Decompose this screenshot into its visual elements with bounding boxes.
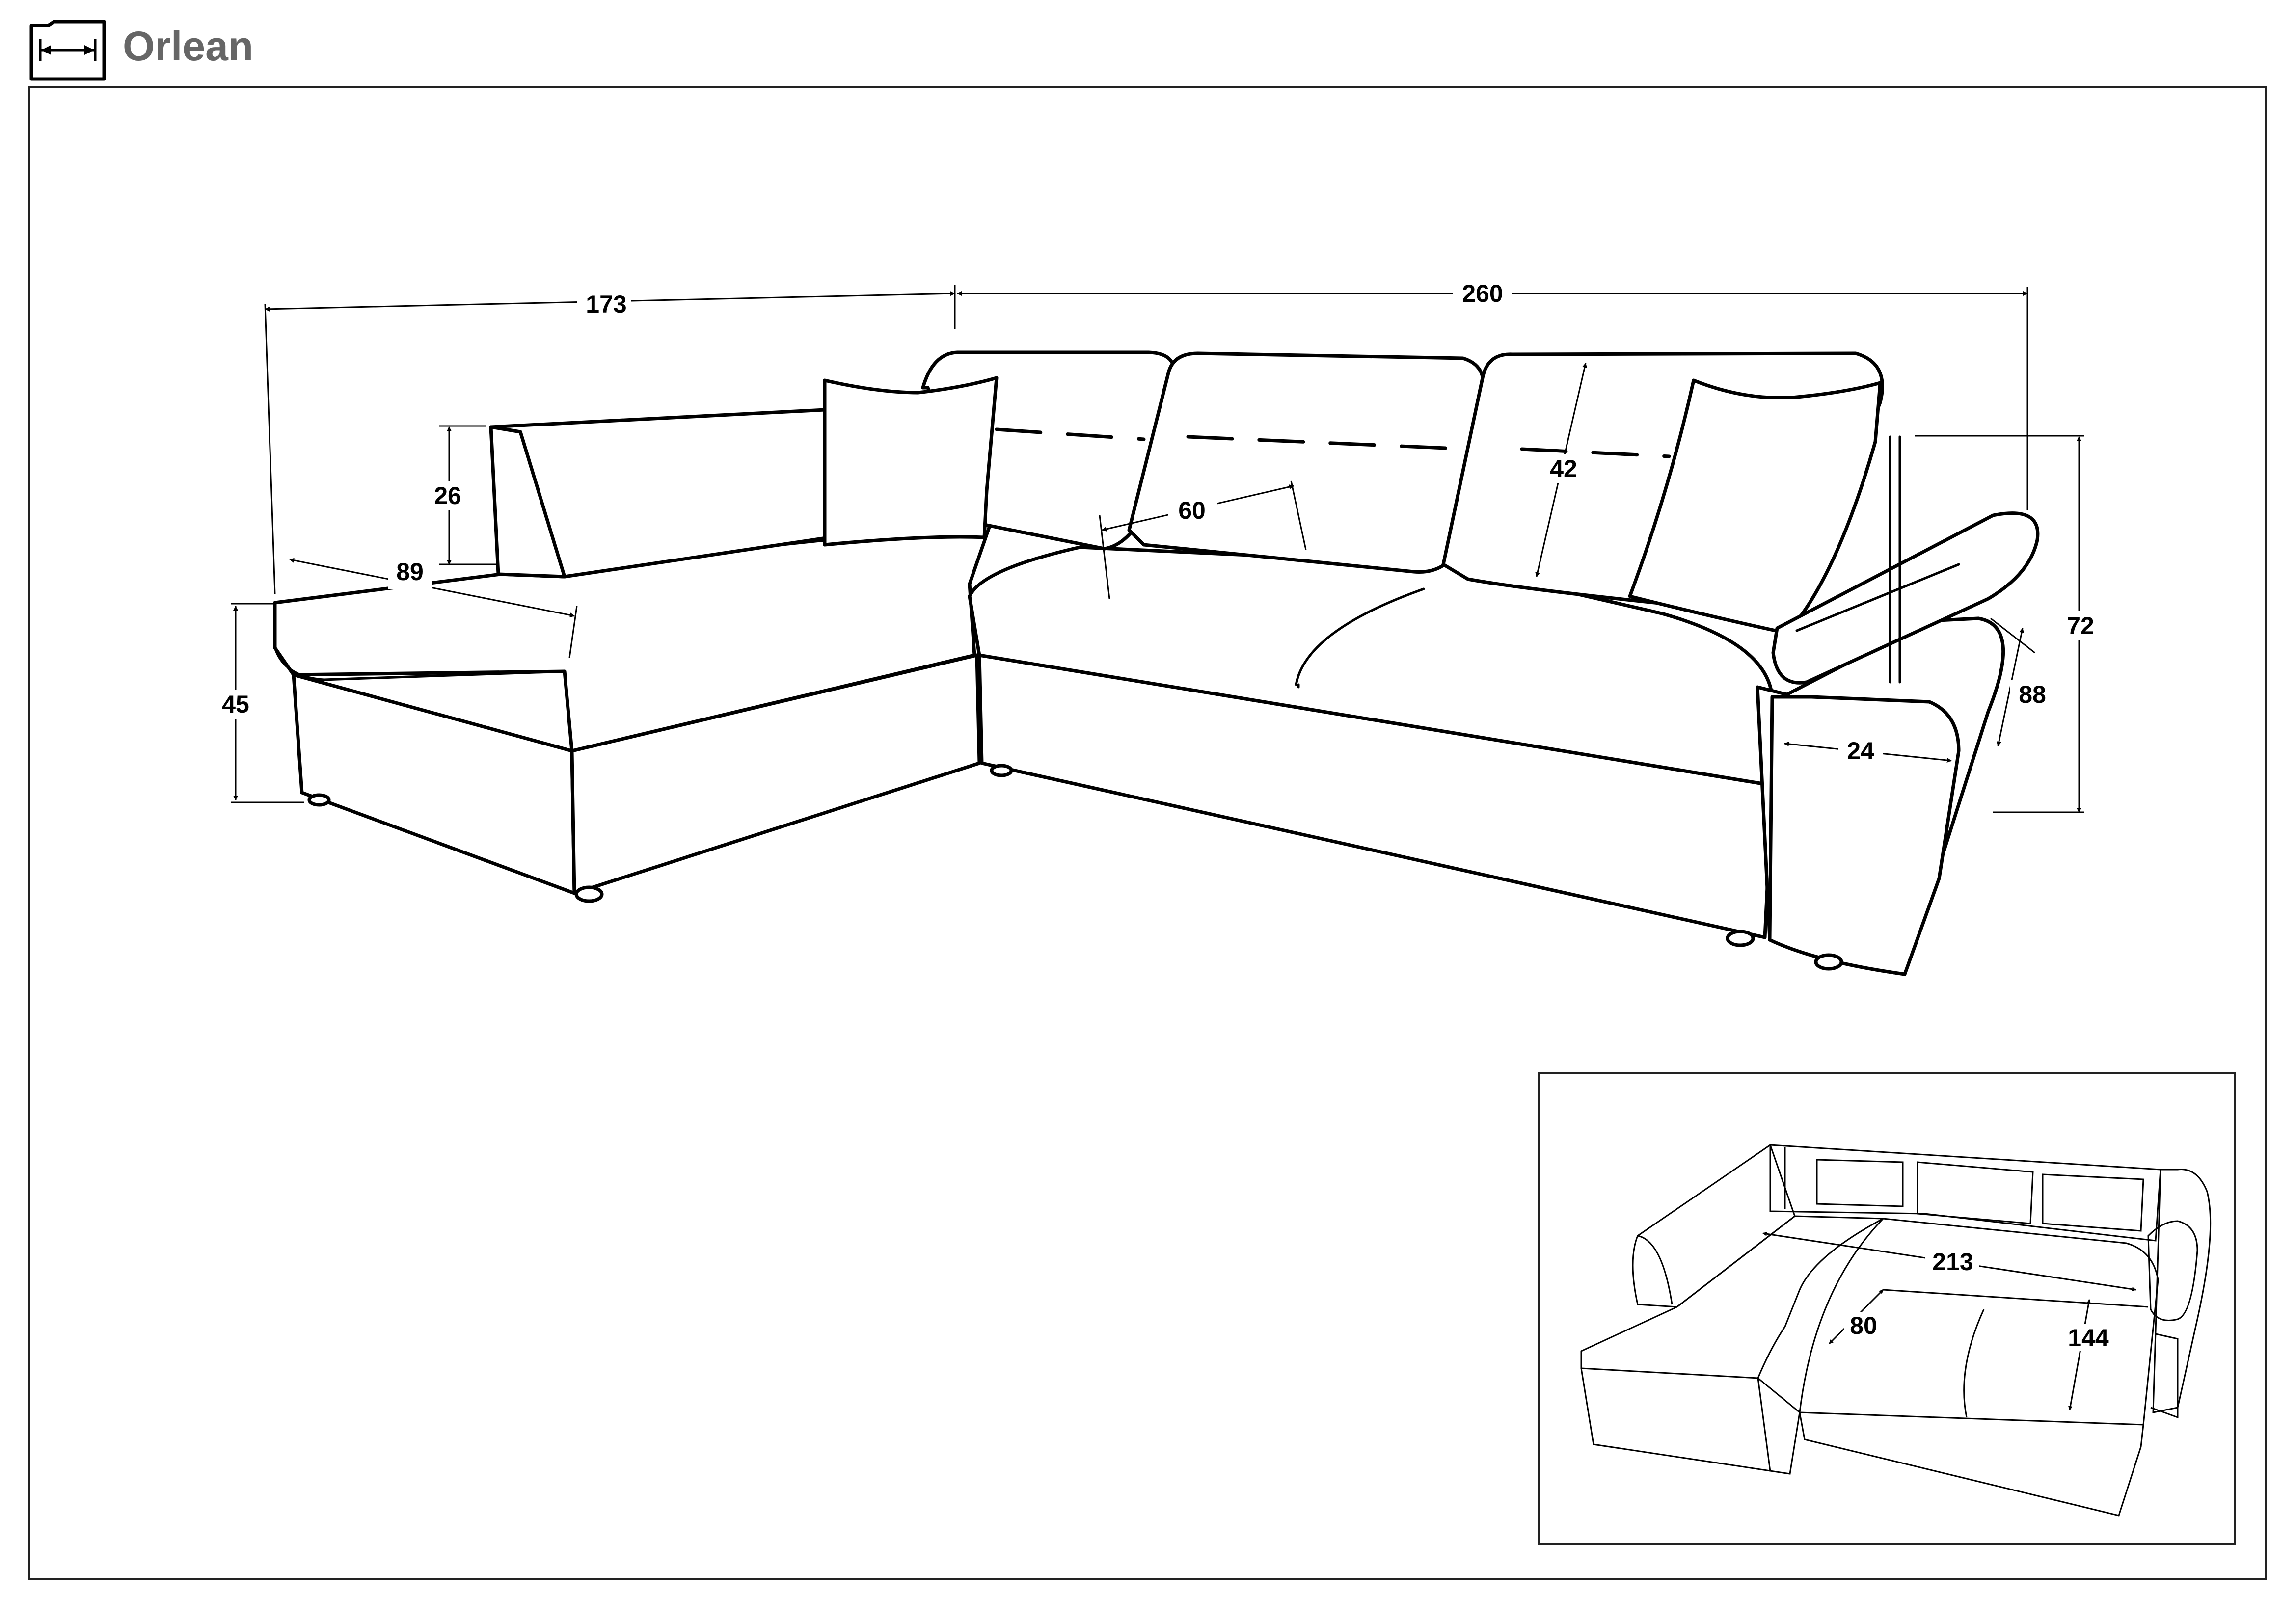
dim-label-42: 42 [1550,455,1577,482]
dim-label-60: 60 [1178,497,1206,524]
dim-label-45: 45 [222,691,249,718]
dim-label-24: 24 [1847,737,1874,765]
dimensions-icon [29,20,106,81]
header: Orlean [0,0,2296,83]
bed-mode-drawing: 213 144 80 [1580,1144,2212,1517]
dim-label-260: 260 [1462,280,1503,307]
bed-width-label: 144 [2068,1324,2109,1352]
main-section [823,350,2040,976]
chaise-width-label: 80 [1850,1312,1877,1339]
dimension-labels: 173 260 26 89 45 60 42 72 88 24 [216,279,2101,766]
dim-label-173: 173 [586,291,626,318]
dim-label-72: 72 [2067,612,2094,639]
bed-length-label: 213 [1932,1248,1973,1276]
bed-mode-inset: 213 144 80 [1538,1072,2236,1545]
main-frame [28,86,2267,1580]
product-title: Orlean [123,23,254,69]
dim-label-88: 88 [2019,681,2046,708]
chaise-section [273,408,994,903]
dim-label-89: 89 [396,558,424,585]
dim-label-26: 26 [434,482,461,509]
